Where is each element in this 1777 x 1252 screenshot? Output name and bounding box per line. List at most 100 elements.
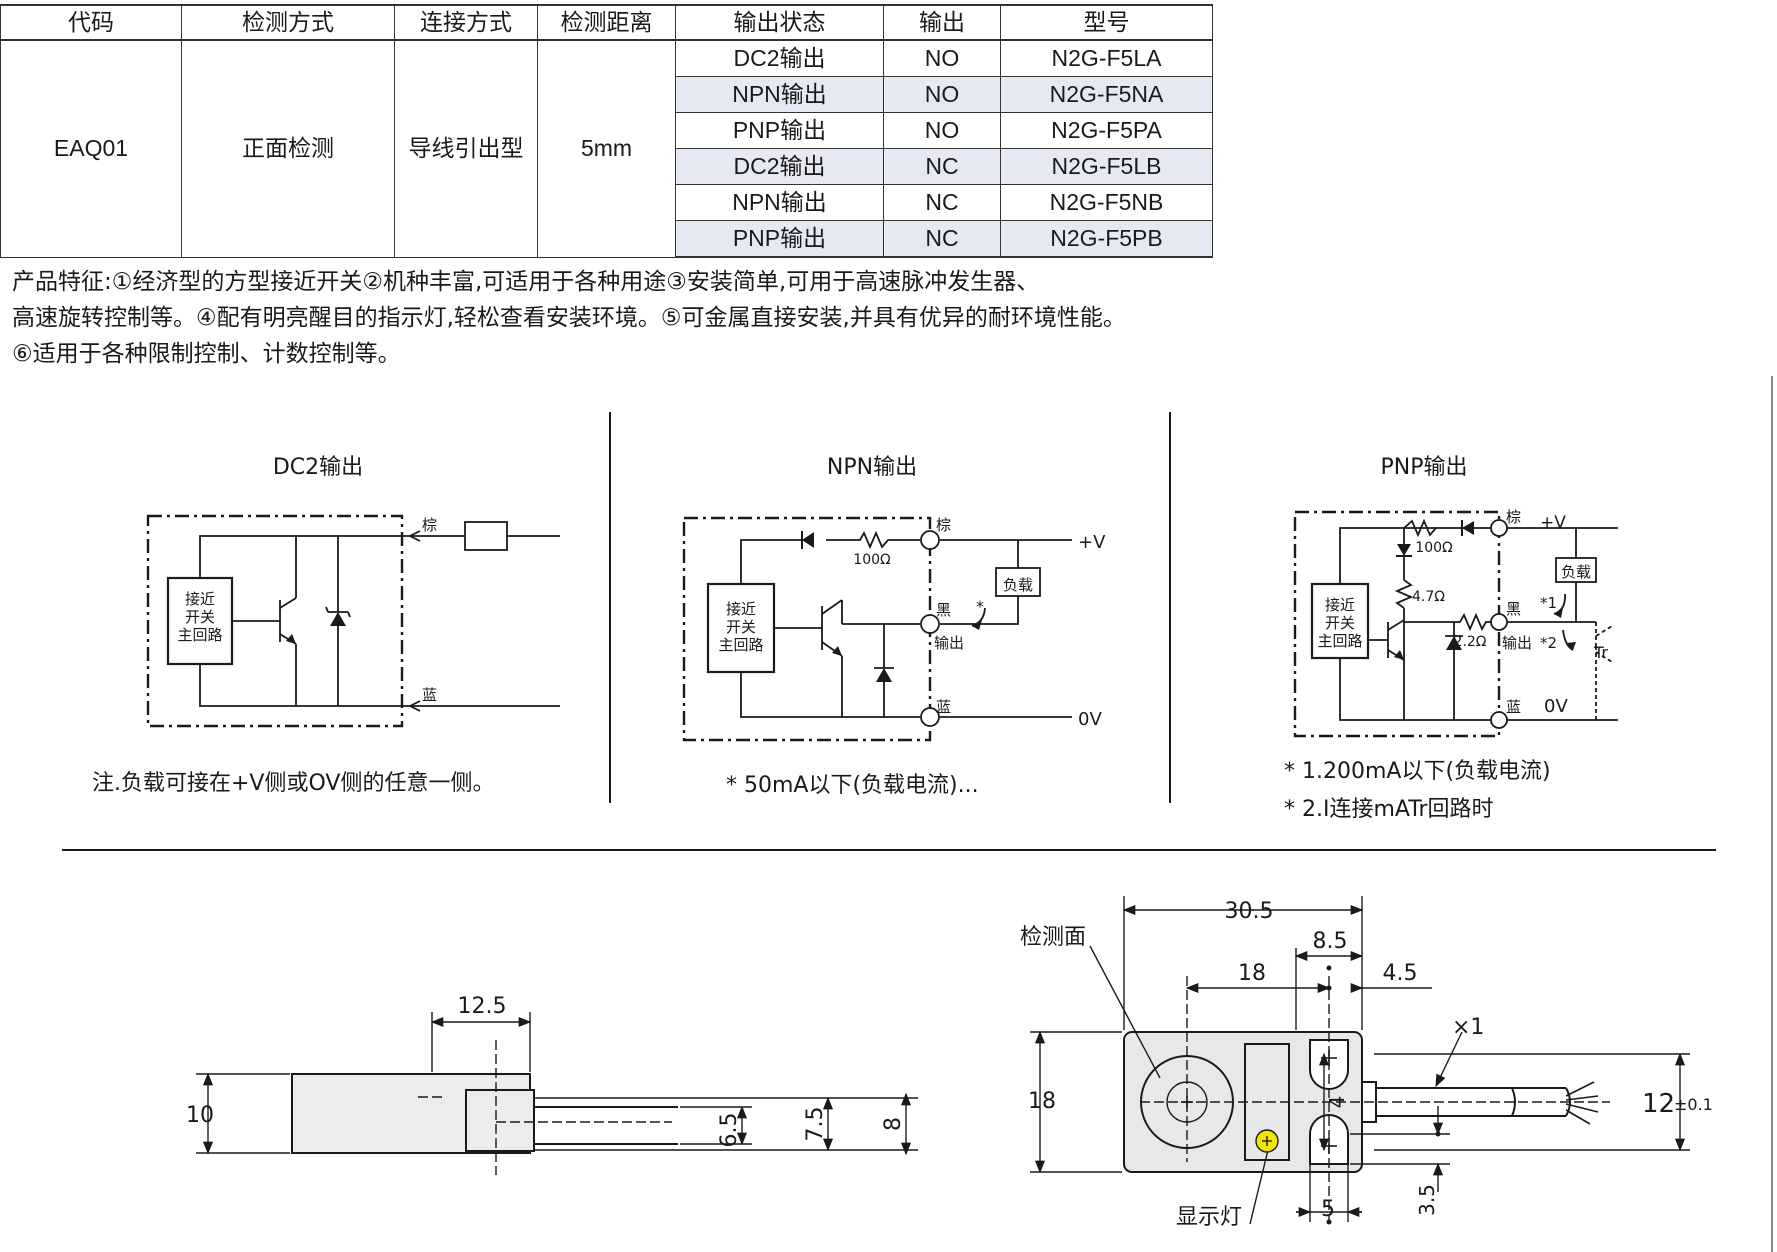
detect-face-label: 检测面: [1020, 925, 1086, 950]
header-distance: 检测距离: [537, 4, 676, 41]
dc2-box-label-3: 主回路: [177, 626, 222, 644]
pnp-black-label: 黑: [1506, 600, 1521, 618]
cell-status: NPN输出: [675, 184, 884, 221]
pnp-r3-label: 2.2Ω: [1454, 634, 1487, 650]
pnp-circuit: PNP输出: [1284, 455, 1618, 822]
cell-output: NO: [883, 76, 1001, 113]
dc2-circuit: DC2输出: [92, 455, 560, 796]
pnp-r1-label: 100Ω: [1415, 540, 1453, 556]
npn-box-label-1: 接近: [726, 600, 756, 618]
dim-18-top: 18: [1238, 961, 1266, 986]
npn-output-label: 输出: [934, 634, 964, 652]
header-code: 代码: [0, 4, 182, 41]
cell-model: N2G-F5NB: [1000, 184, 1213, 221]
npn-resistor-label: 100Ω: [853, 552, 891, 568]
npn-vplus-label: +V: [1078, 532, 1106, 553]
cell-status: PNP输出: [675, 112, 884, 149]
cell-model: N2G-F5PA: [1000, 112, 1213, 149]
cell-connection: 导线引出型: [394, 39, 538, 258]
table-row: EAQ01 正面检测 导线引出型 5mm DC2输出 NO N2G-F5LA: [0, 39, 1213, 258]
dc2-brown-label: 棕: [422, 516, 437, 534]
cell-output: NC: [883, 220, 1001, 258]
cell-output: NO: [883, 112, 1001, 149]
pnp-output-label: 输出: [1502, 634, 1532, 652]
dim-4-5: 4.5: [1383, 961, 1418, 986]
pnp-brown-label: 棕: [1506, 508, 1521, 526]
cell-model: N2G-F5NA: [1000, 76, 1213, 113]
cell-status: NPN输出: [675, 76, 884, 113]
npn-0v-label: 0V: [1078, 709, 1102, 730]
header-model: 型号: [1000, 4, 1213, 41]
dim-8: 8: [881, 1117, 906, 1131]
table-header-row: 代码 检测方式 连接方式 检测距离 输出状态 输出 型号: [0, 4, 1213, 41]
dim-18-left: 18: [1028, 1089, 1056, 1114]
pnp-tr-label: Tr: [1593, 643, 1608, 662]
table-row: PNP输出 NO N2G-F5PA: [1, 112, 1213, 149]
cell-model: N2G-F5LB: [1000, 148, 1213, 185]
npn-circuit: NPN输出: [682, 455, 1106, 798]
header-status: 输出状态: [675, 4, 884, 41]
dc2-box-label-1: 接近: [185, 590, 215, 608]
npn-black-label: 黑: [936, 601, 951, 619]
dim-12-5: 12.5: [458, 994, 507, 1019]
npn-star: *: [976, 597, 984, 616]
pnp-star2: *2: [1540, 634, 1557, 652]
pnp-0v-label: 0V: [1544, 696, 1568, 717]
pnp-box-label-3: 主回路: [1317, 632, 1362, 650]
cell-output: NC: [883, 148, 1001, 185]
dim-7-5: 7.5: [803, 1107, 828, 1142]
dim-8-5: 8.5: [1313, 929, 1348, 954]
cell-code: EAQ01: [0, 39, 182, 258]
dim-5: 5: [1321, 1197, 1335, 1222]
header-connection: 连接方式: [394, 4, 538, 41]
dc2-title: DC2输出: [273, 455, 363, 480]
dim-10: 10: [186, 1103, 214, 1128]
product-features: 产品特征:①经济型的方型接近开关②机种丰富,可适用于各种用途③安装简单,可用于高…: [12, 264, 1262, 372]
pnp-r2-label: 4.7Ω: [1412, 589, 1445, 605]
table-row: DC2输出 NC N2G-F5LB: [1, 148, 1213, 185]
cell-distance: 5mm: [537, 39, 676, 258]
pnp-load-label: 负载: [1561, 563, 1591, 581]
dc2-blue-label: 蓝: [422, 686, 437, 704]
dc2-box-label-2: 开关: [185, 608, 215, 626]
dim-3-5: 3.5: [1415, 1184, 1439, 1216]
indicator-label: 显示灯: [1176, 1205, 1242, 1230]
table-row: PNP输出 NC N2G-F5PB: [1, 220, 1213, 258]
pnp-title: PNP输出: [1381, 455, 1468, 480]
cell-status: DC2输出: [675, 39, 884, 77]
npn-title: NPN输出: [827, 455, 917, 480]
npn-load-label: 负载: [1003, 576, 1033, 594]
spec-table: 代码 检测方式 连接方式 检测距离 输出状态 输出 型号 EAQ01 正面检测 …: [0, 4, 1213, 258]
dim-6-5: 6.5: [717, 1113, 742, 1148]
cell-output: NC: [883, 184, 1001, 221]
feature-line: ⑥适用于各种限制控制、计数控制等。: [12, 341, 401, 367]
cell-status: DC2输出: [675, 148, 884, 185]
pnp-note-1: * 1.200mA以下(负载电流): [1284, 759, 1551, 784]
dim-12-tolerance: ±0.1: [1674, 1095, 1713, 1114]
dim-4: 4: [1325, 1096, 1349, 1109]
header-method: 检测方式: [181, 4, 395, 41]
npn-box-label-3: 主回路: [718, 636, 763, 654]
pnp-blue-label: 蓝: [1506, 698, 1521, 716]
cell-output: NO: [883, 39, 1001, 77]
dimension-drawings: 12.5 10 6.5 7.5 8: [186, 896, 1713, 1230]
npn-box-label-2: 开关: [726, 618, 756, 636]
cell-model: N2G-F5LA: [1000, 39, 1213, 77]
dim-12: 12: [1642, 1089, 1675, 1119]
dc2-note: 注.负载可接在+V侧或OV侧的任意一侧。: [92, 771, 494, 796]
npn-note: * 50mA以下(负载电流)...: [726, 773, 979, 798]
feature-line: 产品特征:①经济型的方型接近开关②机种丰富,可适用于各种用途③安装简单,可用于高…: [12, 269, 1040, 295]
dim-30-5: 30.5: [1225, 899, 1274, 924]
npn-brown-label: 棕: [936, 516, 951, 534]
table-row: NPN输出 NC N2G-F5NB: [1, 184, 1213, 221]
circuit-diagrams: DC2输出: [62, 412, 1716, 851]
dim-x1: ×1: [1452, 1015, 1484, 1040]
cell-status: PNP输出: [675, 220, 884, 258]
pnp-box-label-2: 开关: [1325, 614, 1355, 632]
cell-method: 正面检测: [181, 39, 395, 258]
header-output: 输出: [883, 4, 1001, 41]
npn-blue-label: 蓝: [936, 698, 951, 716]
pnp-box-label-1: 接近: [1325, 596, 1355, 614]
right-edge-line: [1771, 376, 1773, 1252]
cell-model: N2G-F5PB: [1000, 220, 1213, 258]
